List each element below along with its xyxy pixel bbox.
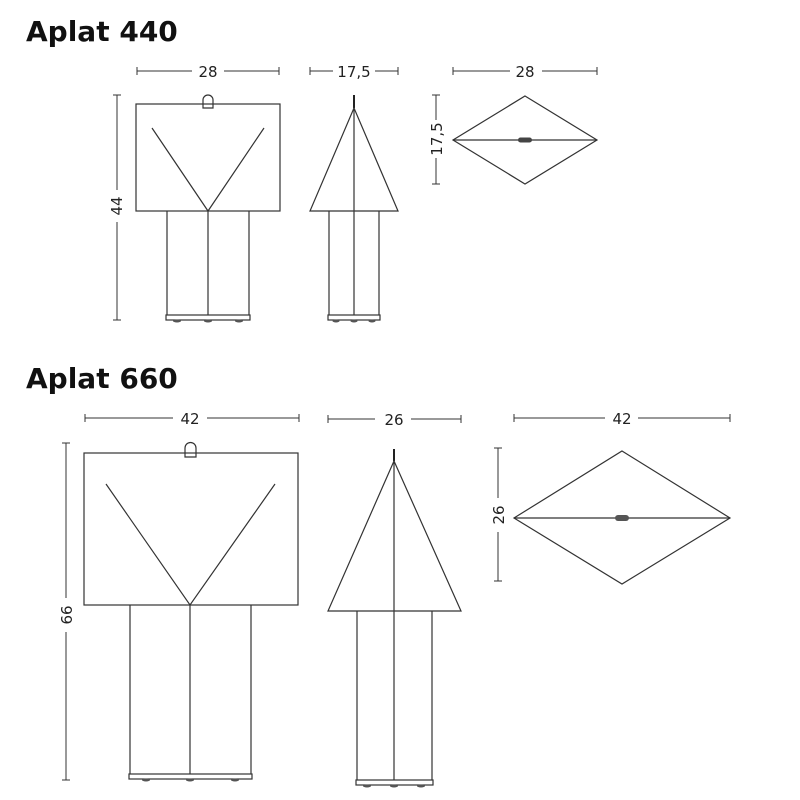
front-view-lamp xyxy=(83,441,299,782)
model-title: Aplat 660 xyxy=(26,362,178,395)
side-width-label: 17,5 xyxy=(337,63,370,81)
front-width-dimension: 28 xyxy=(136,63,280,81)
front-height-label: 44 xyxy=(108,196,126,215)
top-width-label: 42 xyxy=(612,410,631,428)
top-width-label: 28 xyxy=(515,63,534,81)
front-width-label: 42 xyxy=(180,410,199,428)
front-height-dimension: 66 xyxy=(58,442,76,781)
top-view-lamp xyxy=(512,450,732,585)
side-width-dimension: 26 xyxy=(327,411,462,429)
top-depth-label: 17,5 xyxy=(428,122,446,155)
front-width-label: 28 xyxy=(198,63,217,81)
top-view-lamp xyxy=(451,95,599,185)
top-width-dimension: 42 xyxy=(513,410,731,428)
top-depth-dimension: 26 xyxy=(490,447,508,582)
top-width-dimension: 28 xyxy=(452,63,598,81)
switch-icon xyxy=(184,441,197,458)
front-height-label: 66 xyxy=(58,605,76,624)
front-height-dimension: 44 xyxy=(108,94,126,321)
switch-icon xyxy=(202,94,214,109)
front-width-dimension: 42 xyxy=(84,410,300,428)
side-width-dimension: 17,5 xyxy=(309,63,399,81)
side-view-lamp xyxy=(309,95,399,323)
front-view-lamp xyxy=(135,94,281,323)
top-depth-dimension: 17,5 xyxy=(428,94,446,185)
top-depth-label: 26 xyxy=(490,505,508,524)
side-width-label: 26 xyxy=(384,411,403,429)
side-view-lamp xyxy=(327,449,462,788)
model-title: Aplat 440 xyxy=(26,15,178,48)
